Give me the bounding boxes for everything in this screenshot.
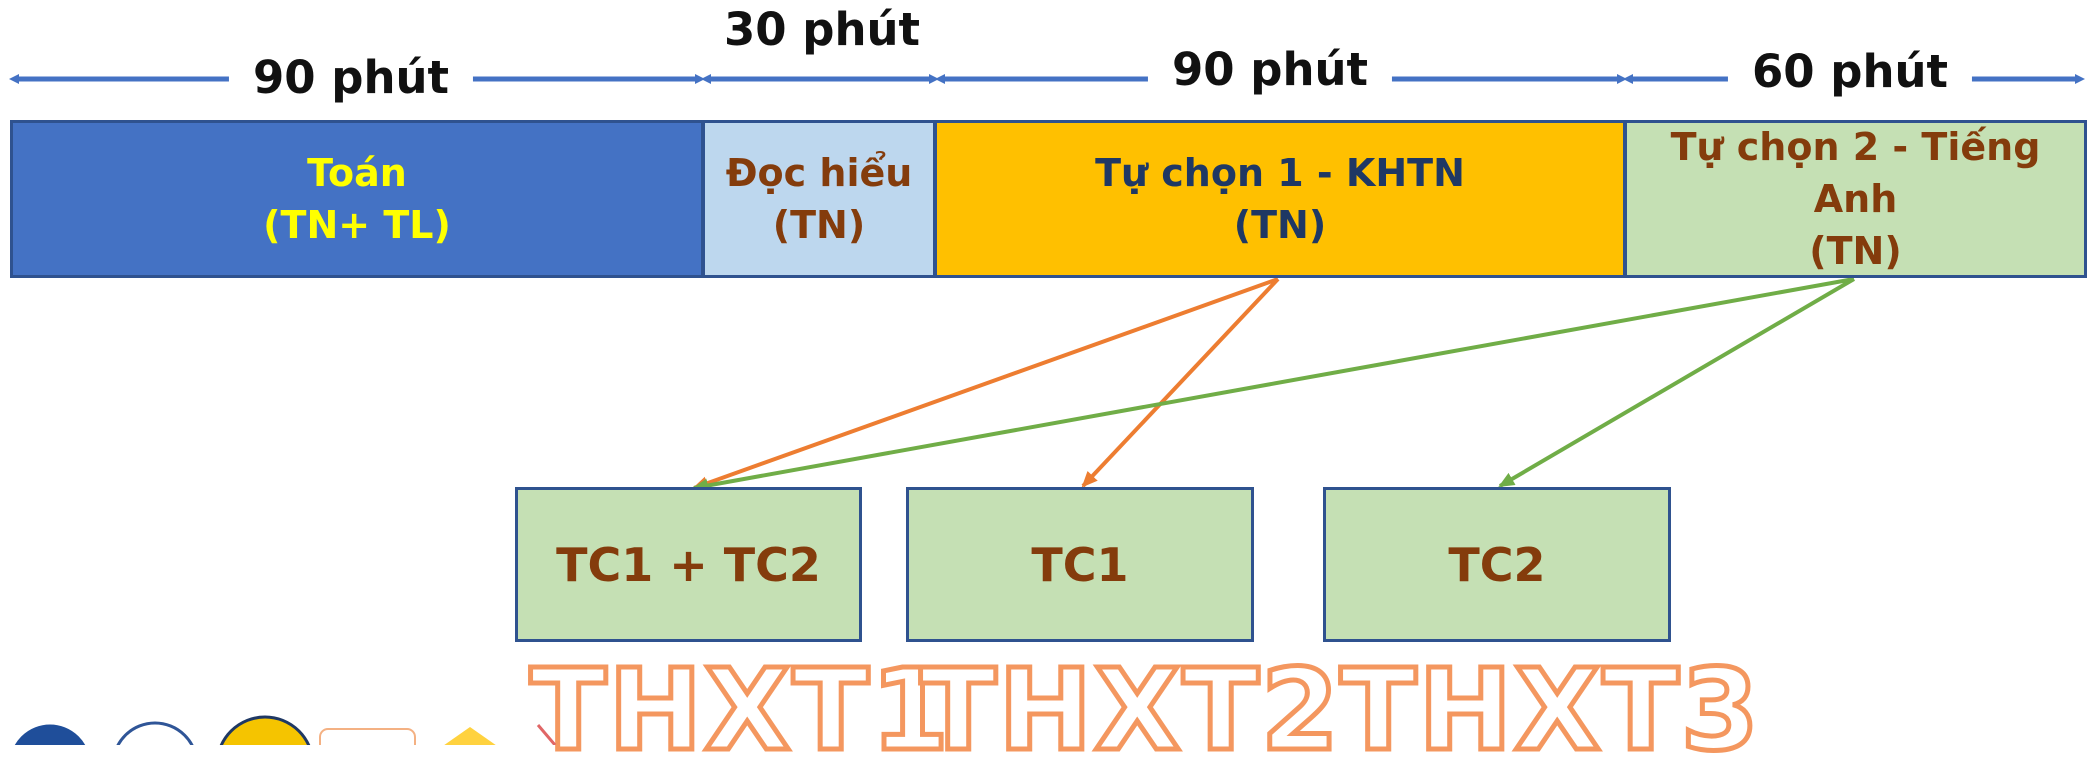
segment-khtn-title: Tự chọn 1 - KHTN bbox=[1095, 151, 1465, 195]
connector-khtn-to-combo2 bbox=[1081, 277, 1280, 488]
logo-4-icon bbox=[319, 728, 416, 745]
combo-box-3: TC2 bbox=[1323, 487, 1671, 642]
segment-doc-hieu-format: (TN) bbox=[772, 203, 866, 247]
connector-khtn-to-combo1 bbox=[692, 277, 1279, 490]
duration-label-khtn: 90 phút bbox=[1147, 40, 1393, 100]
segment-doc-hieu-title: Đọc hiểu bbox=[725, 151, 913, 195]
connector-english-to-combo3 bbox=[1498, 277, 1856, 488]
exam-label-3: THXT3 bbox=[1338, 646, 1762, 776]
segment-khtn-format: (TN) bbox=[1233, 203, 1327, 247]
connector-english-to-combo1 bbox=[692, 277, 1855, 493]
partner-logos bbox=[11, 715, 557, 745]
segment-tieng-anh-title: Tự chọn 2 - Tiếng Anh bbox=[1670, 125, 2041, 221]
exam-structure-diagram: 90 phút 30 phút 90 phút 60 phút Toán (TN… bbox=[9, 3, 2087, 770]
exam-label-2: THXT2 bbox=[918, 646, 1342, 776]
logo-2-icon bbox=[116, 721, 194, 745]
combo-box-2: TC1 bbox=[906, 487, 1254, 642]
logo-5-icon bbox=[444, 727, 496, 745]
segment-tieng-anh: Tự chọn 2 - Tiếng Anh (TN) bbox=[1624, 120, 2087, 278]
logo-1-icon bbox=[11, 721, 89, 745]
duration-label-toan: 90 phút bbox=[228, 48, 474, 108]
logo-3-icon bbox=[219, 715, 311, 745]
duration-label-tieng-anh: 60 phút bbox=[1727, 42, 1973, 102]
duration-label-doc-hieu: 30 phút bbox=[723, 3, 921, 56]
logo-6-icon bbox=[536, 724, 557, 745]
combo-box-1: TC1 + TC2 bbox=[515, 487, 862, 642]
segment-toan: Toán (TN+ TL) bbox=[10, 120, 704, 278]
exam-label-1: THXT1 bbox=[528, 646, 952, 776]
segment-toan-title: Toán bbox=[307, 151, 407, 195]
segment-toan-format: (TN+ TL) bbox=[263, 203, 451, 247]
segment-khtn: Tự chọn 1 - KHTN (TN) bbox=[934, 120, 1626, 278]
segment-doc-hieu: Đọc hiểu (TN) bbox=[702, 120, 936, 278]
segment-tieng-anh-format: (TN) bbox=[1809, 229, 1902, 273]
